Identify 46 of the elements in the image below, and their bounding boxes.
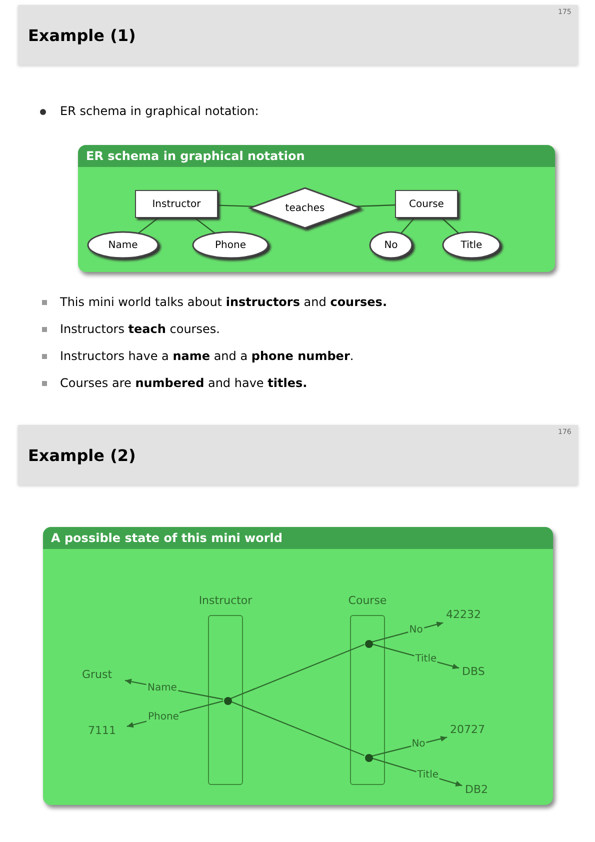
bullet-text: This mini world talks about instructors and courses. bbox=[60, 295, 388, 309]
entity-box: Course bbox=[395, 190, 458, 218]
connector-line bbox=[372, 758, 462, 786]
value-text: 20727 bbox=[450, 723, 494, 739]
bullet-text: Instructors have a name and a phone number. bbox=[60, 349, 354, 363]
entity-dot bbox=[224, 697, 232, 705]
slide-heading: Example (1) bbox=[28, 26, 136, 45]
panel bbox=[78, 145, 555, 272]
edge-label: Title bbox=[416, 770, 440, 781]
edge-label: No bbox=[410, 738, 426, 750]
value-text: DBS bbox=[462, 665, 492, 681]
entity-dot bbox=[365, 640, 373, 648]
bullet-text: ER schema in graphical notation: bbox=[60, 104, 259, 118]
bullet-text: Courses are numbered and have titles. bbox=[60, 376, 308, 390]
connector-line bbox=[372, 736, 448, 757]
value-text: 42232 bbox=[446, 608, 490, 624]
shape-label: Name bbox=[108, 240, 138, 250]
edge-label: No bbox=[408, 624, 424, 636]
shape-label: teaches bbox=[285, 202, 325, 214]
slide-heading: Example (2) bbox=[28, 446, 136, 465]
connector-line bbox=[194, 218, 216, 234]
edge-label: Title bbox=[414, 653, 438, 664]
shape-label: No bbox=[384, 240, 398, 250]
connector-line bbox=[230, 644, 365, 700]
panel-title: ER schema in graphical notation bbox=[78, 145, 555, 167]
connector-line bbox=[218, 204, 254, 208]
connector-line bbox=[355, 204, 396, 207]
connector-line bbox=[441, 218, 460, 234]
connector-line bbox=[230, 700, 365, 756]
shape-label: Phone bbox=[215, 240, 246, 250]
connector-line bbox=[138, 218, 159, 234]
edge-label: Phone bbox=[146, 711, 180, 722]
shape-label: Title bbox=[460, 240, 482, 250]
panel-title: A possible state of this mini world bbox=[43, 527, 553, 549]
panel bbox=[43, 527, 553, 805]
entity-set-heading: Course bbox=[348, 594, 387, 607]
value-text: 7111 bbox=[88, 724, 124, 740]
value-text: DB2 bbox=[465, 783, 495, 799]
connector-line bbox=[372, 622, 444, 643]
entity-dot bbox=[365, 754, 373, 762]
entity-box: Instructor bbox=[135, 190, 218, 218]
value-text: Grust bbox=[82, 668, 122, 684]
edge-label: Name bbox=[146, 682, 178, 694]
entity-set-heading: Instructor bbox=[198, 594, 252, 607]
bullet-text: Instructors teach courses. bbox=[60, 322, 220, 336]
connector-line bbox=[400, 218, 415, 234]
